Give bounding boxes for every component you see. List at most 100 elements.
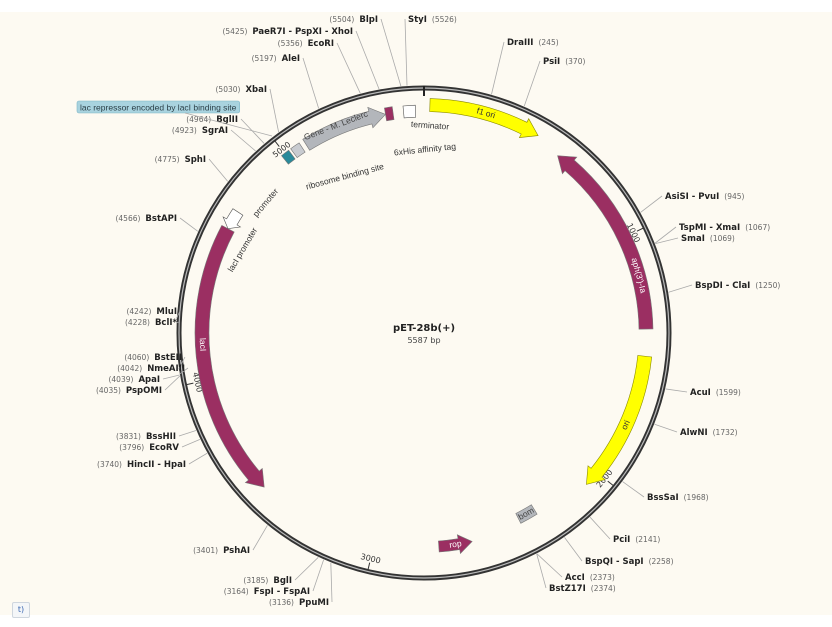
site-position: (2141) [635,535,660,544]
feature-ribosome-binding-site[interactable] [290,142,306,159]
tick-mark [367,562,371,570]
restriction-site-alwni[interactable]: AlwNI(1732) [680,428,738,438]
site-position: (1067) [745,223,770,232]
restriction-site-ecori[interactable]: (5356)EcoRI [278,39,334,49]
restriction-site-sgrai[interactable]: (4923)SgrAI [172,126,228,136]
feature-6xhis-affinity-tag[interactable] [384,106,395,122]
restriction-site-draiii[interactable]: DraIII(245) [507,38,559,48]
feature-label: rop [449,538,463,550]
restriction-site-bsssai[interactable]: BssSaI(1968) [647,493,709,503]
site-position: (4039) [108,375,133,384]
restriction-site-ppumi[interactable]: (3136)PpuMI [269,598,329,608]
site-position: (5030) [216,85,241,94]
site-position: (1250) [755,281,780,290]
site-position: (1599) [716,388,741,397]
site-position: (3164) [224,587,249,596]
restriction-site-bstz17i[interactable]: BstZ17I(2374) [549,584,616,594]
restriction-site-xbai[interactable]: (5030)XbaI [216,85,268,95]
site-leader-line [252,525,268,551]
feature-rop[interactable] [438,534,473,555]
site-leader-line [536,553,547,589]
site-position: (3740) [97,460,122,469]
site-position: (4964) [186,115,211,124]
restriction-site-bspdi-clai[interactable]: BspDI - ClaI (1250) [695,281,780,291]
site-name: BclI* [155,318,178,328]
site-position: (5425) [222,27,247,36]
site-leader-line [622,481,645,498]
feature-laci[interactable] [194,224,265,488]
feature-label: 6xHis affinity tag [393,141,456,157]
tick-mark [274,140,280,147]
site-leader-line [654,226,677,244]
tick-mark [607,480,614,486]
site-leader-line [564,537,583,562]
restriction-site-smai[interactable]: SmaI(1069) [681,234,735,244]
restriction-site-pcii[interactable]: PciI(2141) [613,535,660,545]
site-position: (945) [724,192,744,201]
site-position: (4566) [115,214,140,223]
site-position: (1069) [710,234,735,243]
restriction-site-acci[interactable]: AccI(2373) [565,573,615,583]
site-leader-line [176,310,181,319]
feature-f1-ori[interactable] [429,98,539,138]
site-leader-line [336,42,361,94]
restriction-site-bstapi[interactable]: (4566)BstAPI [115,214,177,224]
restriction-site-pspomi[interactable]: (4035)PspOMI [96,386,162,396]
site-name: BspDI - ClaI [695,281,750,291]
site-leader-line [523,60,541,107]
feature-bom[interactable] [515,504,538,524]
site-name: BglII [216,115,238,125]
restriction-site-sphi[interactable]: (4775)SphI [155,155,206,165]
restriction-site-bcli-[interactable]: (4228)BclI* [125,318,178,328]
site-name: BssHII [146,432,176,442]
restriction-site-mlui[interactable]: (4242)MluI [126,307,177,317]
site-leader-line [640,195,663,213]
highlight-label[interactable]: lac repressor encoded by lacI binding si… [80,103,237,113]
restriction-site-blpi[interactable]: (5504)BlpI [329,15,378,25]
restriction-site-asisi-pvui[interactable]: AsiSI - PvuI(945) [665,192,745,202]
site-leader-line [164,375,181,391]
restriction-site-acui[interactable]: AcuI(1599) [690,388,741,398]
site-leader-line [208,158,229,182]
site-position: (5526) [432,15,457,24]
feature-promoter[interactable] [281,149,296,165]
restriction-site-fspi-fspai[interactable]: (3164)FspI - FspAI [224,587,310,597]
site-name: MluI [156,307,177,317]
restriction-site-alei[interactable]: (5197)AleI [252,54,300,64]
feature-ori[interactable] [586,355,653,485]
site-leader-line [536,553,563,578]
site-name: AleI [282,54,300,64]
restriction-site-styi[interactable]: StyI (5526) [408,15,457,25]
restriction-site-bsteii[interactable]: (4060)BstEII [124,353,182,363]
plasmid-name: pET-28b(+) [393,323,455,334]
restriction-site-paer7i-pspxi-xhoi[interactable]: (5425)PaeR7I - PspXI - XhoI [222,27,353,37]
feature-gene-m-leclerc[interactable] [302,106,387,151]
restriction-site-bspqi-sapi[interactable]: BspQI - SapI(2258) [585,557,674,567]
site-leader-line [179,217,199,232]
restriction-site-tspmi-xmai[interactable]: TspMI - XmaI(1067) [679,223,770,233]
feature-terminator[interactable] [402,104,417,119]
site-position: (4042) [117,364,142,373]
tick-mark [636,227,644,232]
restriction-site-pshai[interactable]: (3401)PshAI [193,546,250,556]
restriction-site-bsshii[interactable]: (3831)BssHII [116,432,176,442]
bottom-tab[interactable]: t) [12,602,30,618]
restriction-site-psii[interactable]: PsiI(370) [543,57,585,67]
site-name: HincII - HpaI [127,460,186,470]
site-name: StyI [408,15,427,25]
site-leader-line [404,18,408,86]
site-name: PspOMI [126,386,162,396]
site-name: DraIII [507,38,533,48]
site-position: (5504) [329,15,354,24]
restriction-site-apai[interactable]: (4039) ApaI [108,375,160,385]
feature-laci-promoter[interactable] [222,208,244,230]
restriction-site-bglii[interactable]: (4964) BglII [186,115,238,125]
restriction-site-hincii-hpai[interactable]: (3740) HincII - HpaI [97,460,186,470]
restriction-site-ecorv[interactable]: (3796)EcoRV [119,443,179,453]
restriction-site-bgli[interactable]: (3185)BglI [243,576,292,586]
site-name: ApaI [138,375,160,385]
feature-aph-3-ia[interactable] [557,155,654,330]
site-position: (4060) [124,353,149,362]
restriction-site-nmeaiii[interactable]: (4042)NmeAIII [117,364,185,374]
site-leader-line [355,30,380,90]
